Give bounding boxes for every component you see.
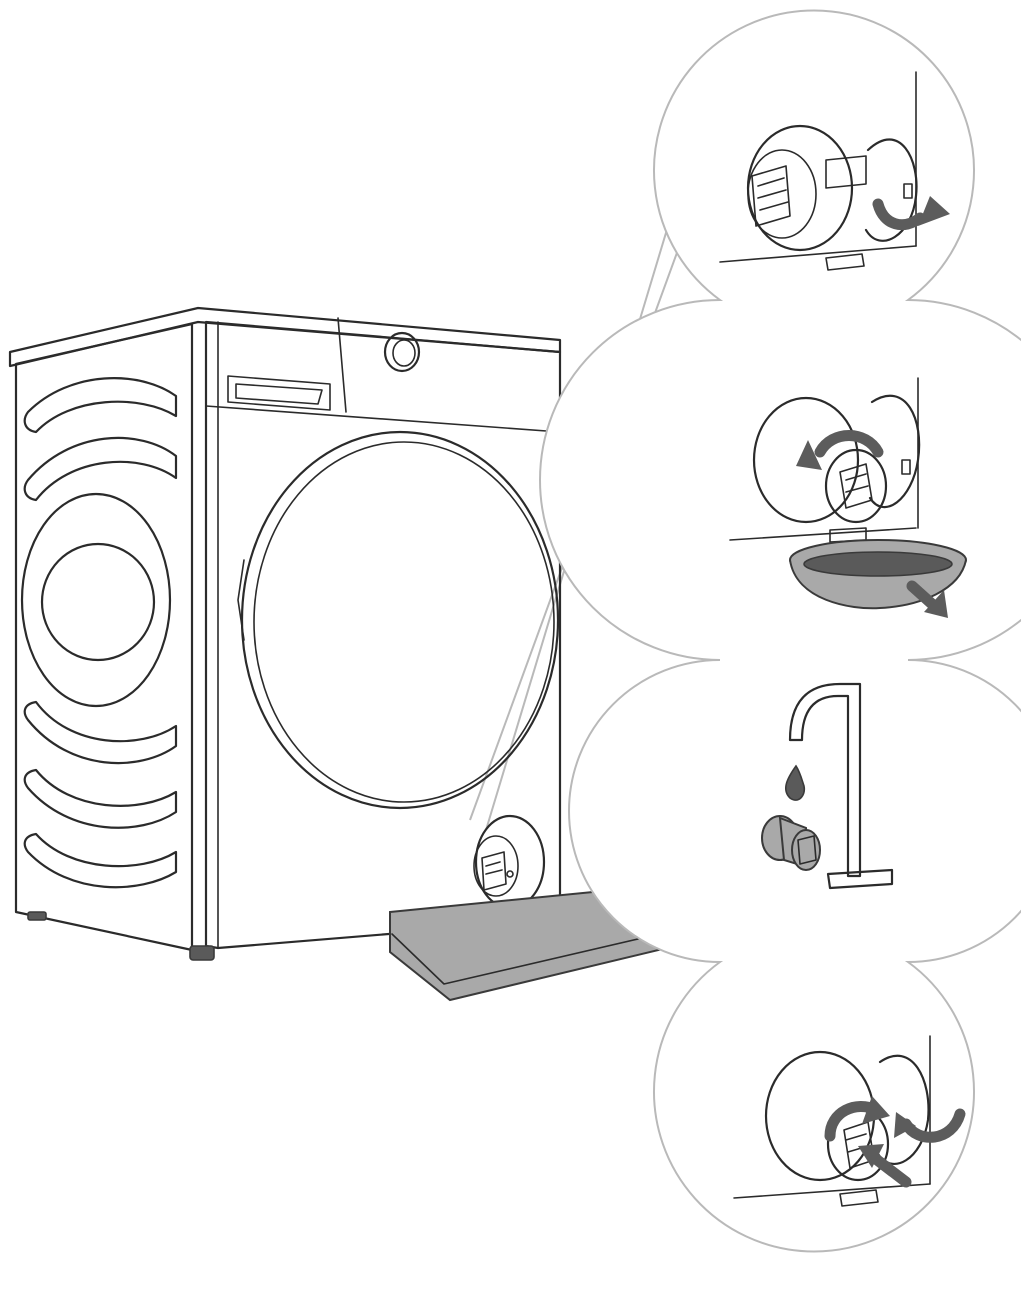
step-3-rinse-filter [761, 682, 894, 890]
step-2-unscrew-drain [729, 377, 967, 618]
machine-front-panel [204, 320, 562, 950]
machine-filter-hatch [473, 814, 546, 910]
rotate-arrow-icon [872, 198, 926, 231]
side-panel-ribs [20, 377, 178, 889]
machine-top [8, 306, 562, 368]
water-drop-icon [784, 764, 806, 801]
push-arrow-icon [866, 1150, 912, 1188]
step-1-open-door [719, 71, 950, 271]
step-4-reinsert-filter [733, 1035, 966, 1207]
filter-part-icon [761, 815, 821, 871]
machine-door [240, 430, 560, 810]
program-knob [383, 331, 421, 373]
bubble-outline [539, 9, 1021, 1253]
door-handle [237, 559, 245, 641]
program-knob-inner [392, 339, 416, 367]
panel-divider [337, 317, 347, 413]
tap-icon [788, 682, 862, 878]
control-panel-edge [205, 405, 561, 433]
detergent-drawer [227, 375, 331, 411]
step-bubbles [539, 9, 1021, 1253]
detergent-drawer-handle [235, 383, 323, 405]
machine-door-glass [253, 441, 555, 803]
